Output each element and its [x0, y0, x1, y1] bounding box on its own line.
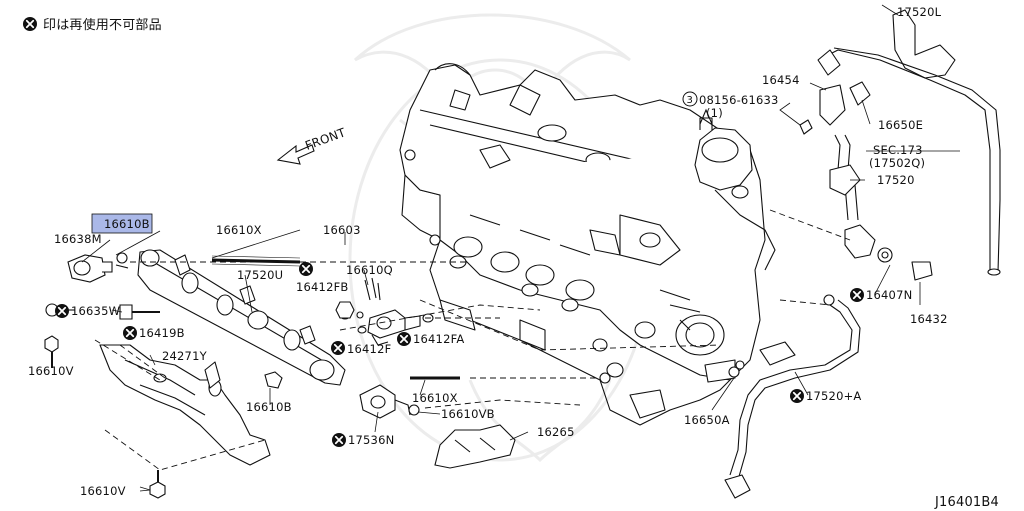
- part-label-16419B: 16419B: [139, 326, 185, 340]
- part-label-16412FB: 16412FB: [296, 280, 349, 294]
- part-label-16412FA: 16412FA: [413, 332, 464, 346]
- front-label: FRONT: [303, 125, 348, 153]
- part-label-16432: 16432: [910, 312, 948, 326]
- x-circle-icon: [298, 261, 314, 277]
- front-arrow-icon: [276, 144, 315, 165]
- legend-note: 印は再使用不可部品: [43, 17, 162, 33]
- x-circle-icon: [396, 331, 412, 347]
- fuel-rail-drawing: [137, 249, 346, 386]
- part-label-17520U: 17520U: [237, 268, 283, 282]
- part-label-17502Q: (17502Q): [869, 156, 925, 170]
- x-circle-icon: [22, 16, 38, 32]
- pressure-sensor-drawing: [67, 252, 129, 283]
- cylinder-head-drawing: [399, 63, 776, 426]
- part-label-24271Y: 24271Y: [162, 349, 208, 363]
- part-label-16610VB: 16610VB: [441, 407, 495, 421]
- part-label-16610Q: 16610Q: [346, 263, 393, 277]
- part-label-17536N: 17536N: [348, 433, 394, 447]
- bracket-drawing: [99, 344, 271, 466]
- x-circle-icon: [54, 303, 70, 319]
- fuel-tube-upper-drawing: [799, 9, 1001, 281]
- diagram-code: J16401B4: [934, 495, 999, 510]
- part-label-16610V-lower: 16610V: [80, 484, 126, 498]
- part-label-17520L: 17520L: [897, 5, 942, 19]
- fuel-tube-lower-drawing: [724, 294, 861, 499]
- part-label-16265: 16265: [537, 425, 575, 439]
- heat-shield-drawing: [434, 424, 516, 469]
- part-label-16610X: 16610X: [216, 223, 262, 237]
- leader-lines: [94, 209, 851, 471]
- part-label-16454: 16454: [762, 73, 800, 87]
- x-circle-icon: [849, 287, 865, 303]
- callout-lines: [51, 4, 960, 492]
- part-label-17520A: 17520+A: [806, 389, 862, 403]
- part-label-qty: (1): [706, 106, 723, 120]
- circled-3-icon: 3: [682, 91, 698, 107]
- part-label-sec173: SEC.173: [873, 143, 923, 157]
- part-label-16635W: 16635W: [71, 304, 120, 318]
- x-circle-icon: [331, 432, 347, 448]
- part-label-16407N: 16407N: [866, 288, 912, 302]
- part-label-16603: 16603: [323, 223, 361, 237]
- part-label-16412F: 16412F: [347, 342, 391, 356]
- part-label-16650A: 16650A: [684, 413, 730, 427]
- selected-part-highlight: [91, 213, 153, 234]
- part-label-16610B: 16610B: [246, 400, 292, 414]
- x-circle-icon: [330, 340, 346, 356]
- fasteners-drawing: [44, 108, 713, 499]
- svg-text:3: 3: [687, 95, 694, 106]
- cam-sensor-drawing: [359, 384, 420, 419]
- part-label-16610V: 16610V: [28, 364, 74, 378]
- x-circle-icon: [789, 388, 805, 404]
- part-label-16610X-lower: 16610X: [412, 391, 458, 405]
- part-label-16650E: 16650E: [878, 118, 923, 132]
- part-label-16638M: 16638M: [54, 232, 102, 246]
- part-label-08156-61633: 08156-61633: [699, 93, 779, 107]
- part-label-17520: 17520: [877, 173, 915, 187]
- x-circle-icon: [122, 325, 138, 341]
- part-label-16610B-selected[interactable]: 16610B: [104, 217, 150, 231]
